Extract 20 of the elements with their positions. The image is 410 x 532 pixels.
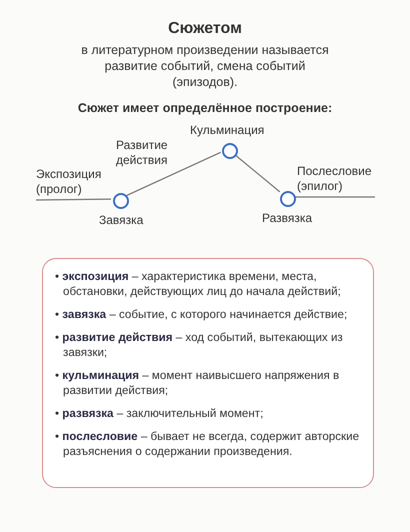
plot-line	[36, 198, 111, 201]
bullet-text: • экспозиция – характеристика времени, места, обстановки, действующих лиц до начала действий;	[55, 269, 342, 299]
node-label: Кульминация	[190, 123, 264, 137]
plot-line	[294, 196, 375, 198]
heading: Сюжет имеет определённое построение:	[76, 101, 334, 116]
definition-box	[42, 258, 374, 488]
plot-line	[234, 154, 280, 192]
bullet-text: • развитие действия – ход событий, вытекающих из завязки;	[55, 330, 344, 360]
subtitle: в литературном произведении называется развитие событий, смена событий (эпизодов).	[80, 42, 330, 90]
bullet-text: • кульминация – момент наивысшего напряжения в развитии действия;	[55, 368, 340, 398]
node-label: Развязка	[262, 211, 312, 225]
node-label: Завязка	[99, 213, 144, 227]
bullet-text: • послесловие – бывает не всегда, содержит авторские разъяснения о содержании произведения.	[55, 429, 360, 459]
title: Сюжетом	[167, 20, 243, 38]
segment-label: Послесловие (эпилог)	[297, 164, 375, 197]
segment-label: Развитие действия	[116, 138, 169, 168]
plot-line	[126, 152, 221, 196]
segment-label: Экспозиция (пролог)	[36, 167, 116, 200]
bullet-text: • завязка – событие, с которого начинается действие;	[55, 307, 348, 322]
bullet-text: • развязка – заключительный момент;	[55, 406, 264, 421]
